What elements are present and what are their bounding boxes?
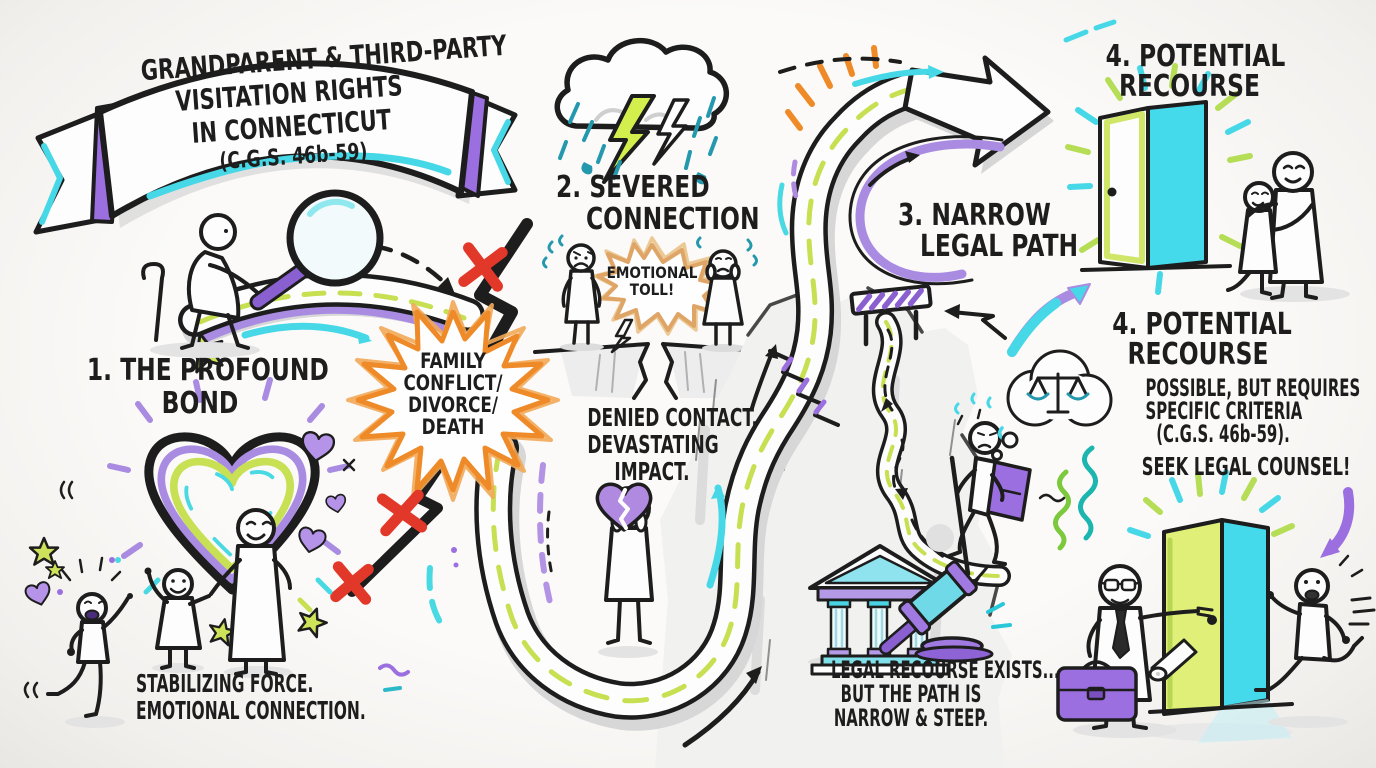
excited-child-figure	[45, 556, 133, 718]
ribbon-banner	[33, 60, 518, 235]
bubble-line: EMOTIONAL	[606, 263, 698, 282]
lawyer-figure	[1056, 564, 1214, 738]
caption-line: STABILIZING FORCE.	[136, 669, 314, 698]
loop-decorations	[777, 45, 1005, 286]
bubble-line: TOLL!	[629, 280, 675, 299]
section2-title: 2. SEVERED CONNECTION	[556, 172, 776, 236]
broken-heart-icon	[595, 482, 653, 532]
walking-stick-icon	[949, 455, 971, 577]
hiker-figure	[947, 349, 1113, 577]
squiggles	[1038, 19, 1117, 551]
section4-title-top: 4. POTENTIAL RECOURSE	[1082, 42, 1297, 102]
barrier-icon	[849, 284, 933, 347]
open-door-top-icon	[1065, 63, 1253, 295]
purple-curved-arrow	[1320, 487, 1355, 558]
caption-line: BUT THE PATH IS	[840, 680, 982, 708]
red-x-marks	[330, 242, 508, 605]
section4-title-line: 4. POTENTIAL	[1105, 39, 1286, 74]
scales-of-justice-icon	[1026, 372, 1090, 414]
sad-figure-left	[542, 234, 602, 345]
conflict-starburst	[346, 300, 560, 502]
tie-icon	[1112, 609, 1130, 659]
emotional-toll-bubble	[593, 236, 724, 354]
scroll-icon	[1148, 638, 1198, 682]
burst-line: CONFLICT/	[403, 371, 503, 395]
lightning-icon	[602, 94, 656, 184]
stairs-zigzag	[750, 344, 840, 427]
recourse-arrow	[1007, 283, 1091, 357]
section3-title-line: 3. NARROW	[898, 198, 1051, 233]
section4-title-line: RECOURSE	[1127, 337, 1269, 372]
briefcase-icon	[1056, 660, 1138, 722]
caption-line: IMPACT.	[614, 457, 690, 486]
section1-title-line: 1. THE PROFOUND	[86, 353, 329, 388]
section3-title-line: LEGAL PATH	[920, 229, 1079, 264]
rain-icon	[558, 96, 718, 185]
section1-title: 1. THE PROFOUND BOND	[55, 354, 345, 420]
gavel-icon	[879, 560, 1012, 663]
sad-figure-right	[696, 236, 758, 346]
child-figure	[144, 567, 211, 670]
burst-line: DEATH	[421, 415, 485, 439]
body-line: (C.G.S. 46b-59).	[1156, 420, 1290, 448]
bond-heart-icon	[23, 327, 356, 699]
magnifying-glass-icon	[249, 189, 384, 311]
section2-title-line: 2. SEVERED	[556, 170, 710, 205]
grandparent-figure	[209, 508, 292, 676]
storm-cloud-icon	[554, 37, 730, 185]
big-arrow	[902, 55, 1054, 174]
glasses-icon	[1098, 578, 1142, 592]
motion-lines	[1348, 596, 1376, 626]
conflict-burst-text: FAMILY CONFLICT/ DIVORCE/ DEATH	[373, 350, 533, 438]
caption-line: DENIED CONTACT.	[587, 403, 758, 432]
section4-body: POSSIBLE, BUT REQUIRES SPECIFIC CRITERIA…	[1098, 374, 1361, 481]
section3-caption: LEGAL RECOURSE EXISTS... BUT THE PATH IS…	[782, 656, 1060, 732]
section4-title: 4. POTENTIAL RECOURSE	[1088, 310, 1308, 370]
banner-title: GRANDPARENT & THIRD-PARTY VISITATION RIG…	[91, 29, 508, 185]
open-door-bottom-icon	[1127, 469, 1295, 743]
caption-line: EMOTIONAL CONNECTION.	[136, 696, 366, 725]
section2-title-line: CONNECTION	[586, 202, 760, 237]
burst-line: FAMILY	[420, 349, 486, 373]
section4-title-line: 4. POTENTIAL	[1112, 307, 1292, 342]
winding-road	[378, 69, 941, 748]
hugging-figures	[1226, 151, 1350, 302]
zigzag-arrow	[944, 304, 1007, 340]
seek-counsel-text: SEEK LEGAL COUNSEL!	[1141, 452, 1351, 481]
separated-figures	[542, 234, 758, 346]
emotional-toll-text: EMOTIONAL TOLL!	[597, 264, 707, 298]
cane-icon	[141, 262, 165, 342]
caption-line: NARROW & STEEP.	[833, 704, 989, 732]
section4-title-line: RECOURSE	[1119, 69, 1260, 104]
running-child-figure	[1254, 554, 1376, 728]
family-trio-figures	[45, 508, 292, 728]
burst-line: DIVORCE/	[407, 393, 499, 417]
section1-caption: STABILIZING FORCE. EMOTIONAL CONNECTION.	[136, 670, 426, 724]
grandparent-searching-figure	[141, 189, 384, 358]
thought-bubble	[991, 349, 1113, 461]
crying-figure	[595, 482, 658, 658]
body-line: POSSIBLE, BUT REQUIRES	[1145, 374, 1361, 402]
caption-line: DEVASTATING	[587, 430, 719, 459]
section3-title: 3. NARROW LEGAL PATH	[898, 200, 1098, 262]
body-line: SPECIFIC CRITERIA	[1145, 397, 1303, 425]
narrow-cliff-path	[750, 284, 1011, 587]
section2-caption: DENIED CONTACT. DEVASTATING IMPACT.	[557, 403, 758, 486]
courthouse-icon	[808, 544, 952, 676]
caption-line: LEGAL RECOURSE EXISTS...	[831, 656, 1060, 684]
section1-title-line: BOND	[161, 386, 239, 421]
